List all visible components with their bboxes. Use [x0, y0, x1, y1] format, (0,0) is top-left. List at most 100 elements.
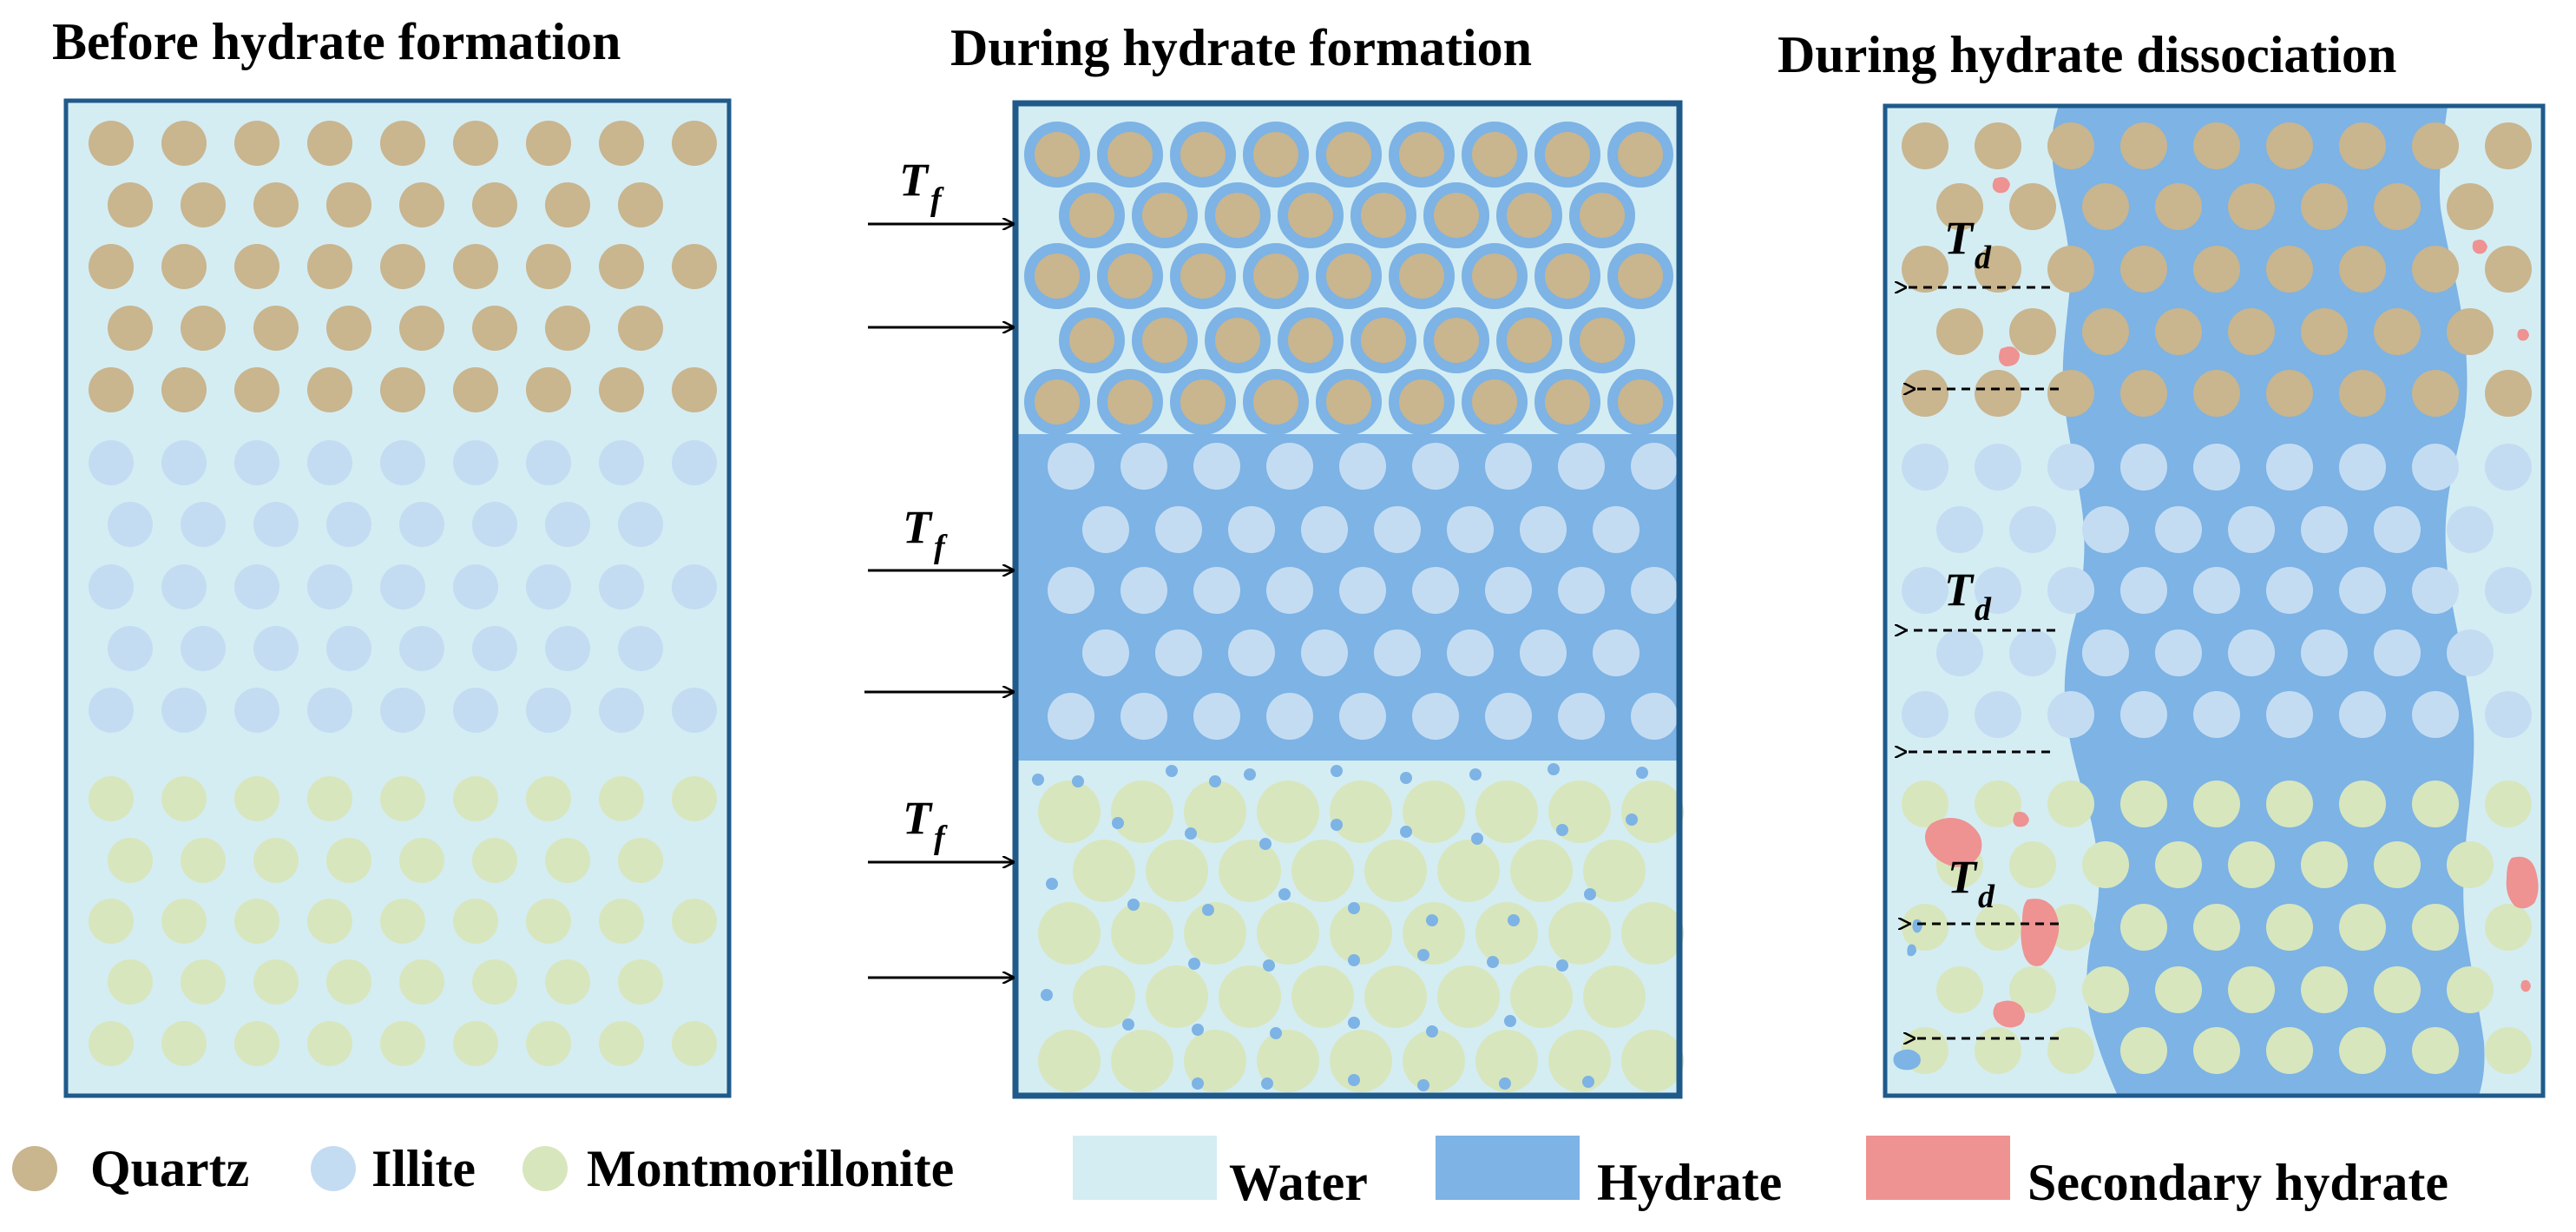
hydrate-fleck: [1348, 1017, 1360, 1029]
quartz-hydrate-shell-particle: [1462, 122, 1528, 188]
quartz-particle: [526, 244, 571, 289]
montmorillonite-particle: [1219, 965, 1281, 1028]
montmorillonite-particle: [1111, 902, 1173, 965]
illite-particle: [1485, 443, 1532, 490]
montmorillonite-particle: [1257, 902, 1319, 965]
dissociation-label-t: T: [1948, 851, 1978, 903]
hydrate-fleck: [1348, 902, 1360, 914]
illite-particle: [526, 440, 571, 485]
montmorillonite-particle: [1219, 840, 1281, 902]
quartz-particle: [1902, 122, 1948, 169]
quartz-particle: [453, 244, 498, 289]
montmorillonite-particle: [618, 838, 663, 883]
illite-particle: [2485, 444, 2532, 491]
illite-particle: [1631, 567, 1678, 614]
quartz-particle: [108, 182, 153, 227]
quartz-particle: [399, 182, 444, 227]
hydrate-fleck: [1582, 1076, 1594, 1088]
montmorillonite-particle: [2228, 966, 2275, 1013]
hydrate-fleck: [1548, 763, 1560, 775]
quartz-particle: [2082, 183, 2129, 230]
quartz-hydrate-shell-particle: [1534, 369, 1600, 435]
quartz-hydrate-shell-particle: [1389, 369, 1455, 435]
dissociation-label-sub: d: [1975, 591, 1992, 628]
montmorillonite-particle: [399, 838, 444, 883]
montmorillonite-particle: [307, 1021, 352, 1066]
hydrate-fleck: [1331, 819, 1343, 831]
illite-particle: [161, 688, 207, 733]
illite-particle: [1155, 506, 1202, 553]
illite-particle: [1412, 567, 1459, 614]
montmorillonite-particle: [234, 899, 279, 944]
hydrate-blob: [1893, 1049, 1921, 1071]
montmorillonite-particle: [326, 959, 371, 1005]
illite-particle: [253, 502, 299, 547]
legend-montmorillonite-label: Montmorillonite: [587, 1140, 954, 1197]
montmorillonite-particle: [2266, 781, 2313, 827]
dissociation-label-t: T: [1944, 563, 1975, 616]
montmorillonite-particle: [2412, 1027, 2459, 1074]
hydrate-fleck: [1122, 1018, 1134, 1031]
montmorillonite-particle: [2120, 1027, 2167, 1074]
montmorillonite-particle: [1330, 902, 1392, 965]
illite-particle: [1048, 693, 1094, 740]
panel-dissociation-particles: [1902, 122, 2532, 1074]
montmorillonite-particle: [1583, 965, 1646, 1028]
hydrate-fleck: [1636, 767, 1648, 779]
quartz-particle: [2155, 183, 2202, 230]
montmorillonite-particle: [161, 899, 207, 944]
illite-particle: [2339, 691, 2386, 738]
quartz-particle: [2374, 183, 2421, 230]
quartz-particle: [2082, 308, 2129, 355]
illite-particle: [2412, 444, 2459, 491]
quartz-particle: [2193, 246, 2240, 293]
quartz-particle: [2228, 183, 2275, 230]
montmorillonite-particle: [2485, 904, 2532, 951]
montmorillonite-particle: [2009, 841, 2056, 888]
quartz-particle: [1936, 308, 1983, 355]
quartz-particle: [672, 244, 717, 289]
quartz-hydrate-shell-particle: [1389, 122, 1455, 188]
illite-particle: [453, 440, 498, 485]
quartz-hydrate-shell-particle: [1097, 243, 1163, 309]
panel-before-particles: [89, 121, 717, 1066]
illite-particle: [2193, 444, 2240, 491]
illite-particle: [1631, 693, 1678, 740]
montmorillonite-particle: [2447, 966, 2494, 1013]
montmorillonite-particle: [545, 838, 590, 883]
illite-particle: [1520, 629, 1567, 676]
illite-particle: [618, 626, 663, 671]
illite-particle: [1593, 506, 1640, 553]
illite-particle: [1412, 443, 1459, 490]
panel-dissociation: [1883, 103, 2546, 1098]
quartz-particle: [1902, 370, 1948, 417]
montmorillonite-particle: [526, 776, 571, 821]
illite-particle: [2266, 444, 2313, 491]
montmorillonite-particle: [1621, 902, 1684, 965]
legend-illite-label: Illite: [371, 1140, 476, 1197]
montmorillonite-particle: [253, 959, 299, 1005]
montmorillonite-particle: [472, 959, 517, 1005]
quartz-particle: [2120, 370, 2167, 417]
quartz-particle: [2228, 308, 2275, 355]
quartz-hydrate-shell-particle: [1024, 243, 1090, 309]
hydrate-fleck: [1348, 954, 1360, 966]
quartz-hydrate-shell-particle: [1496, 182, 1562, 248]
illite-particle: [2155, 629, 2202, 676]
montmorillonite-particle: [1073, 840, 1135, 902]
illite-particle: [2009, 506, 2056, 553]
hydrate-fleck: [1244, 768, 1256, 781]
illite-particle: [1120, 567, 1167, 614]
montmorillonite-particle: [1475, 781, 1538, 843]
illite-particle: [2047, 567, 2094, 614]
illite-particle: [89, 564, 134, 609]
quartz-particle: [472, 306, 517, 351]
quartz-hydrate-shell-particle: [1534, 122, 1600, 188]
hydrate-fleck: [1192, 1024, 1204, 1036]
formation-label-sub: f: [934, 820, 948, 856]
illite-particle: [599, 564, 644, 609]
montmorillonite-particle: [161, 776, 207, 821]
illite-particle: [161, 440, 207, 485]
montmorillonite-particle: [2447, 841, 2494, 888]
